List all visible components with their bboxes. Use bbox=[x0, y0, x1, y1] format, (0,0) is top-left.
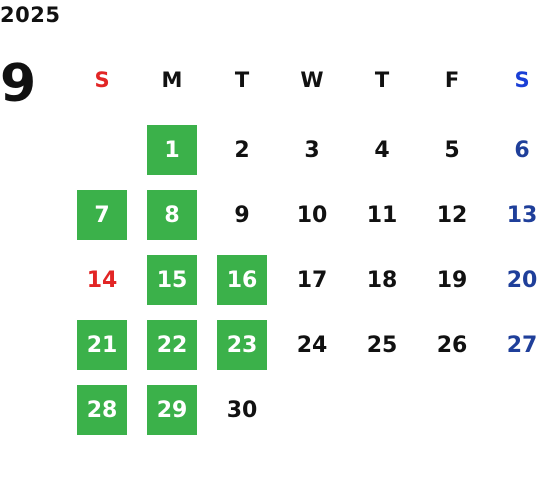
day-cell[interactable]: 21 bbox=[77, 320, 127, 370]
day-cell[interactable]: 5 bbox=[444, 137, 460, 163]
day-cell[interactable]: 3 bbox=[304, 137, 320, 163]
weekday-header-fri: F bbox=[444, 68, 460, 92]
day-cell[interactable]: 27 bbox=[506, 332, 538, 358]
day-cell[interactable]: 18 bbox=[366, 267, 398, 293]
day-cell[interactable]: 6 bbox=[514, 137, 530, 163]
day-cell[interactable]: 30 bbox=[226, 397, 258, 423]
day-cell[interactable]: 25 bbox=[366, 332, 398, 358]
day-cell[interactable]: 29 bbox=[147, 385, 197, 435]
weekday-header-sun: S bbox=[94, 68, 110, 92]
day-cell[interactable]: 13 bbox=[506, 202, 538, 228]
day-cell[interactable]: 11 bbox=[366, 202, 398, 228]
day-cell[interactable]: 20 bbox=[506, 267, 538, 293]
day-cell[interactable]: 19 bbox=[436, 267, 468, 293]
day-cell[interactable]: 2 bbox=[234, 137, 250, 163]
weekday-header-mon: M bbox=[161, 68, 183, 92]
day-cell[interactable]: 14 bbox=[86, 267, 118, 293]
day-cell[interactable]: 1 bbox=[147, 125, 197, 175]
calendar-grid: S M T W T F S 1 2 3 4 5 6 7 8 9 10 11 12… bbox=[66, 50, 548, 450]
day-cell[interactable]: 17 bbox=[296, 267, 328, 293]
weekday-header-sat: S bbox=[514, 68, 530, 92]
day-cell[interactable]: 7 bbox=[77, 190, 127, 240]
day-cell[interactable]: 15 bbox=[147, 255, 197, 305]
day-cell[interactable]: 4 bbox=[374, 137, 390, 163]
day-cell[interactable]: 8 bbox=[147, 190, 197, 240]
day-cell[interactable]: 28 bbox=[77, 385, 127, 435]
weekday-header-tue: T bbox=[234, 68, 250, 92]
day-cell[interactable]: 22 bbox=[147, 320, 197, 370]
weekday-header-thu: T bbox=[374, 68, 390, 92]
day-cell[interactable]: 24 bbox=[296, 332, 328, 358]
day-cell[interactable]: 26 bbox=[436, 332, 468, 358]
day-cell[interactable]: 16 bbox=[217, 255, 267, 305]
day-cell[interactable]: 12 bbox=[436, 202, 468, 228]
day-cell[interactable]: 23 bbox=[217, 320, 267, 370]
month-number: 9 bbox=[0, 54, 37, 114]
day-cell[interactable]: 9 bbox=[234, 202, 250, 228]
day-cell[interactable]: 10 bbox=[296, 202, 328, 228]
year-label: 2025 bbox=[0, 3, 61, 27]
weekday-header-wed: W bbox=[300, 68, 324, 92]
